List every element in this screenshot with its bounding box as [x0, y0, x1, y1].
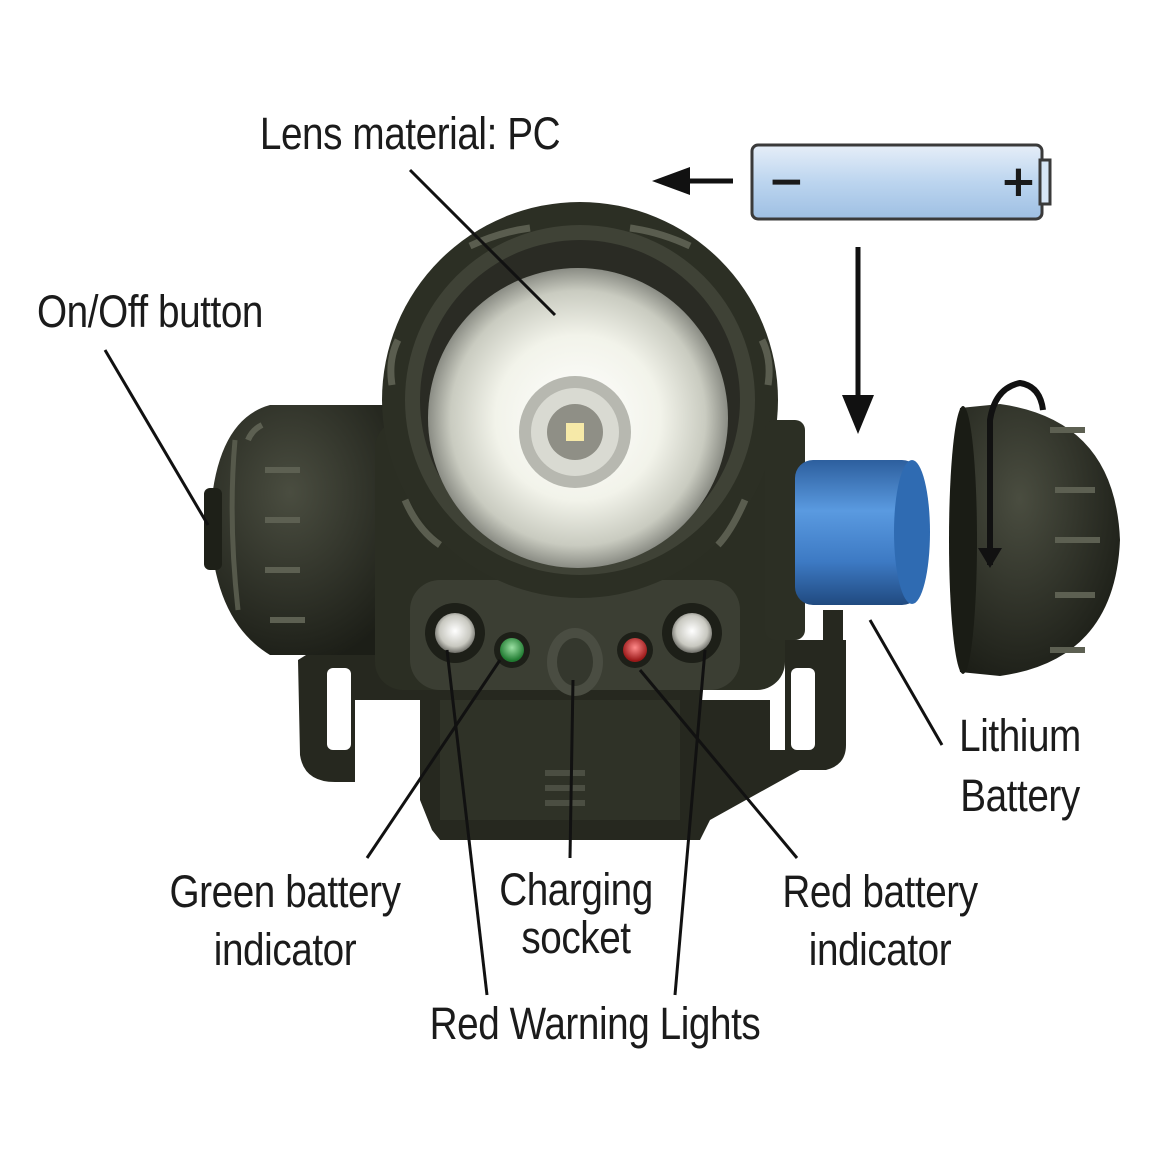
- leader-line-green: [365, 659, 502, 859]
- left-arrow-icon: [652, 167, 733, 195]
- battery-minus-sign: −: [768, 156, 805, 207]
- warning-light-left: [435, 613, 475, 653]
- leader-lines: [103, 168, 944, 996]
- lithium-battery-cell: [795, 460, 920, 605]
- left-housing: [204, 405, 410, 655]
- indicator-panel: [425, 603, 722, 696]
- leader-line-onoff: [103, 349, 210, 526]
- label-red-line2: indicator: [808, 924, 952, 975]
- label-charging-line1: Charging: [499, 864, 653, 915]
- rotate-arrow-icon: [978, 379, 1046, 568]
- leader-line-lens: [408, 168, 557, 317]
- leader-line-charging: [568, 679, 575, 859]
- label-lithium-line2: Battery: [960, 770, 1080, 821]
- label-lithium-line1: Lithium: [959, 710, 1081, 761]
- leader-line-lithium: [868, 619, 944, 746]
- green-led: [500, 638, 524, 662]
- warning-light-right: [672, 613, 712, 653]
- leader-line-warning-left: [445, 649, 489, 996]
- center-body: [375, 202, 785, 690]
- red-led: [623, 638, 647, 662]
- battery-cap: [949, 404, 1120, 676]
- label-lens-material: Lens material: PC: [259, 108, 561, 159]
- leader-line-red: [638, 669, 799, 859]
- label-onoff-button: On/Off button: [36, 286, 264, 337]
- label-green-line1: Green battery: [169, 866, 401, 917]
- leader-line-warning-right: [673, 649, 707, 996]
- label-red-warning-lights: Red Warning Lights: [429, 998, 761, 1049]
- label-red-line1: Red battery: [782, 866, 978, 917]
- battery-icon: [750, 143, 1052, 221]
- led-chip: [566, 423, 584, 441]
- battery-compartment: [765, 420, 930, 640]
- label-green-line2: indicator: [213, 924, 357, 975]
- label-charging-line2: socket: [521, 912, 631, 963]
- down-arrow-icon: [842, 247, 874, 434]
- battery-plus-sign: +: [1000, 156, 1037, 207]
